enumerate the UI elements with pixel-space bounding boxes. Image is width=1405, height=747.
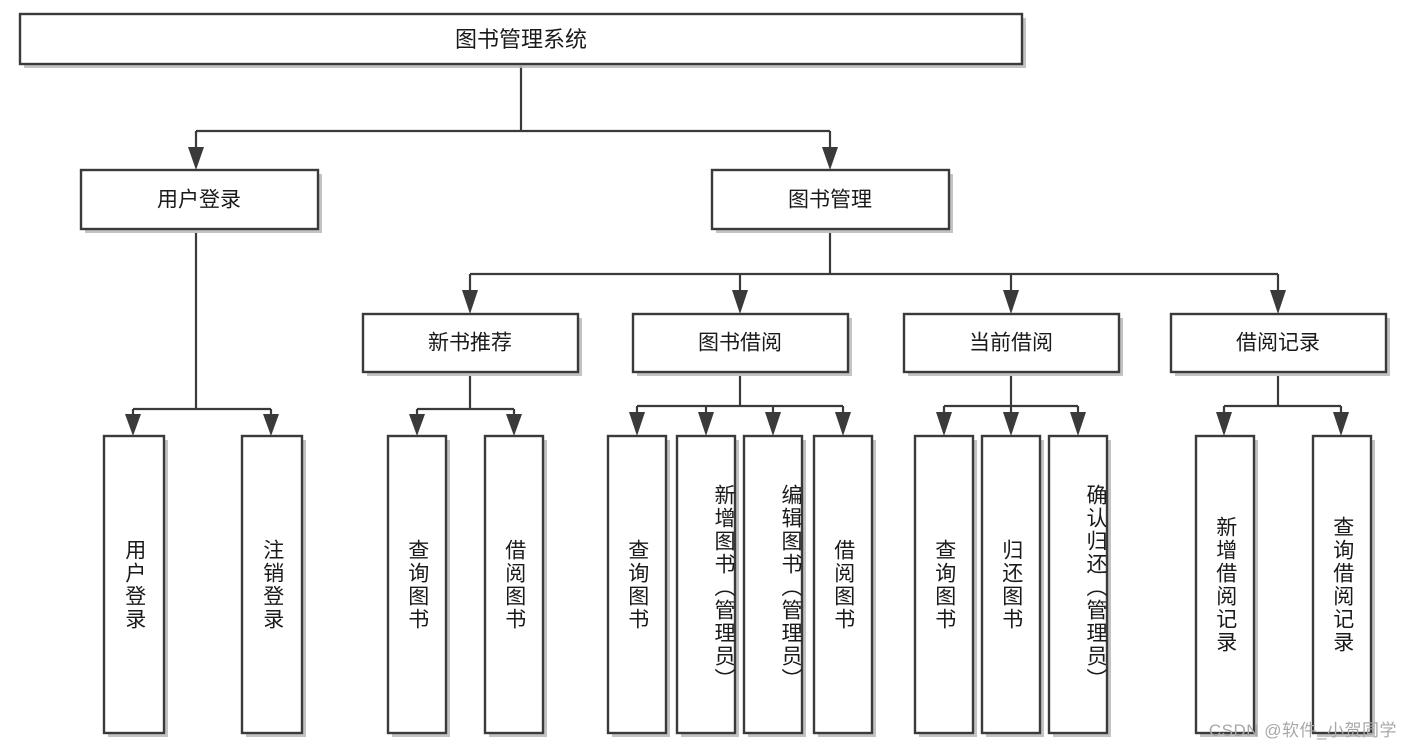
leaf-add-book-rect[interactable] — [675, 434, 737, 735]
leaf-edit-book-rect[interactable] — [742, 434, 804, 735]
arrow-head-book-borrow — [732, 290, 748, 314]
arrow-head-leaf-user-login — [125, 414, 141, 436]
arrow-head-leaf-query-book-1 — [409, 414, 425, 436]
node-new-book-recommend-rect[interactable] — [361, 312, 580, 374]
arrow-head-leaf-return-book — [1003, 412, 1019, 436]
connector-group-user-login — [125, 233, 279, 436]
leaf-query-book-2-rect[interactable] — [606, 434, 668, 735]
node-book-manage[interactable]: 图书管理 — [710, 168, 953, 233]
node-borrow-record-rect[interactable] — [1169, 312, 1388, 374]
arrow-head-current-borrow — [1003, 290, 1019, 314]
arrow-head-leaf-add-book — [698, 412, 714, 436]
leaf-query-book-1-rect[interactable] — [386, 434, 448, 735]
leaf-confirm-return-rect[interactable] — [1047, 434, 1109, 735]
node-user-login[interactable]: 用户登录 — [79, 168, 322, 233]
connector-group-new-book-recommend — [409, 376, 522, 436]
connector-group-current-borrow — [936, 376, 1086, 436]
connector-group-book-borrow — [629, 376, 851, 436]
node-book-manage-rect[interactable] — [710, 168, 951, 231]
node-current-borrow[interactable]: 当前借阅 — [902, 312, 1123, 376]
connector-group-book-manage — [462, 233, 1286, 314]
node-root-label: 图书管理系统 — [455, 27, 587, 52]
node-user-login-rect[interactable] — [79, 168, 320, 231]
node-book-manage-label: 图书管理 — [788, 189, 872, 212]
arrow-head-leaf-query-book-2 — [629, 412, 645, 436]
leaf-query-record-rect[interactable] — [1311, 434, 1373, 735]
csdn-watermark: CSDN @软件_小贺同学 — [1208, 721, 1397, 740]
node-borrow-record[interactable]: 借阅记录 — [1169, 312, 1390, 376]
arrow-head-leaf-confirm-return — [1070, 412, 1086, 436]
node-root[interactable]: 图书管理系统 — [18, 12, 1026, 68]
arrow-head-book-manage — [822, 147, 838, 170]
node-current-borrow-rect[interactable] — [902, 312, 1121, 374]
node-borrow-record-label: 借阅记录 — [1236, 332, 1320, 355]
leaf-node-group — [102, 434, 1375, 737]
leaf-borrow-book-2-rect[interactable] — [812, 434, 874, 735]
arrow-head-leaf-borrow-book-2 — [835, 412, 851, 436]
leaf-user-logout-rect[interactable] — [240, 434, 304, 735]
arrow-head-borrow-record — [1270, 290, 1286, 314]
node-current-borrow-label: 当前借阅 — [969, 332, 1053, 355]
leaf-borrow-book-1-rect[interactable] — [483, 434, 545, 735]
connector-group-borrow-record — [1216, 376, 1349, 436]
connector-group-root — [188, 66, 838, 170]
node-book-borrow[interactable]: 图书借阅 — [631, 312, 852, 376]
node-new-book-recommend-label: 新书推荐 — [428, 332, 512, 355]
arrow-head-leaf-add-record — [1216, 412, 1232, 436]
arrow-head-leaf-borrow-book-1 — [506, 414, 522, 436]
leaf-query-book-3-rect[interactable] — [913, 434, 975, 735]
node-book-borrow-label: 图书借阅 — [698, 332, 782, 355]
arrow-head-leaf-edit-book — [765, 412, 781, 436]
node-new-book-recommend[interactable]: 新书推荐 — [361, 312, 582, 376]
arrow-head-leaf-query-record — [1333, 412, 1349, 436]
leaf-add-record-rect[interactable] — [1194, 434, 1256, 735]
arrow-head-user-login — [188, 147, 204, 170]
leaf-user-login-rect[interactable] — [102, 434, 166, 735]
arrow-head-new-book-recommend — [462, 290, 478, 314]
node-user-login-label: 用户登录 — [157, 189, 241, 212]
leaf-return-book-rect[interactable] — [980, 434, 1042, 735]
node-book-borrow-rect[interactable] — [631, 312, 850, 374]
node-root-rect[interactable] — [18, 12, 1024, 66]
arrow-head-leaf-query-book-3 — [936, 412, 952, 436]
arrow-head-leaf-user-logout — [263, 414, 279, 436]
